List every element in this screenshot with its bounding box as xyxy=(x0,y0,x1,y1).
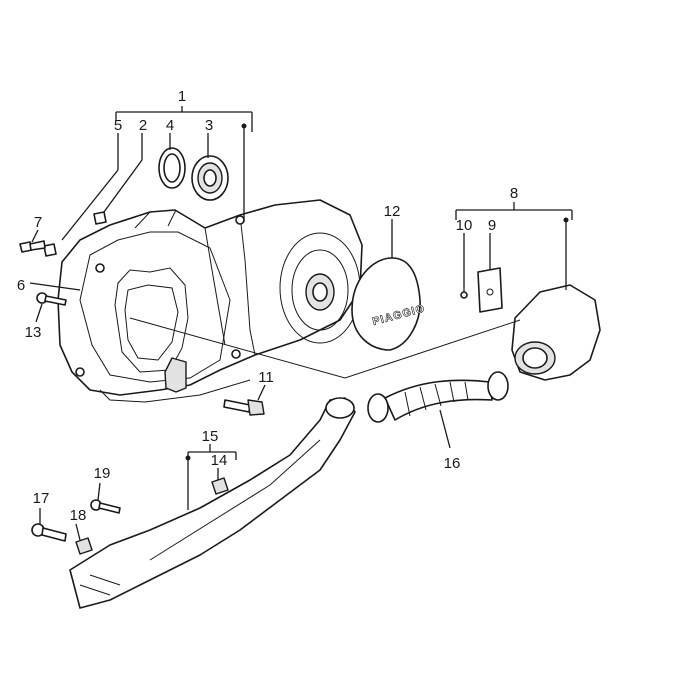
circlip-part xyxy=(158,147,186,189)
callout-label-12: 12 xyxy=(384,203,401,220)
callout-label-4: 4 xyxy=(166,117,174,134)
callout-label-7: 7 xyxy=(34,214,42,231)
callout-label-16: 16 xyxy=(444,455,461,472)
callout-label-9: 9 xyxy=(488,217,496,234)
callout-label-11: 11 xyxy=(258,369,274,386)
callout-label-5: 5 xyxy=(114,117,122,134)
bearing-part xyxy=(191,155,229,201)
inspection-cap-part: PIAGGIO xyxy=(351,257,427,351)
callout-label-2: 2 xyxy=(139,117,147,134)
dowel-pin-part xyxy=(43,211,107,257)
callout-label-14: 14 xyxy=(211,452,228,469)
bracket-9-part xyxy=(477,267,503,313)
callout-label-15: 15 xyxy=(202,428,219,445)
crankcase-cover-part xyxy=(57,199,363,403)
callout-label-13: 13 xyxy=(25,324,42,341)
intake-duct-part xyxy=(69,397,356,609)
callout-label-3: 3 xyxy=(205,117,213,134)
callout-label-8: 8 xyxy=(510,185,518,202)
callout-label-17: 17 xyxy=(33,490,50,507)
callout-label-19: 19 xyxy=(94,465,111,482)
callout-leader-lines xyxy=(29,106,573,541)
clip-14-part xyxy=(211,477,229,495)
callout-label-6: 6 xyxy=(17,277,25,294)
screw-17-part xyxy=(31,523,67,542)
bracket-marker-dot xyxy=(241,123,247,129)
screw-19-part xyxy=(90,499,121,514)
callout-label-10: 10 xyxy=(456,217,473,234)
air-scoop-part xyxy=(511,284,601,381)
bolt-11-part xyxy=(223,399,265,416)
clip-18-part xyxy=(75,537,93,555)
callout-labels: 1 5 2 4 3 7 6 13 11 12 8 10 9 16 15 14 1… xyxy=(17,88,518,524)
intake-hose-part xyxy=(367,371,509,423)
callout-label-18: 18 xyxy=(70,507,87,524)
screw-7-part xyxy=(19,240,46,253)
screw-10-part xyxy=(460,291,468,299)
callout-label-1: 1 xyxy=(178,88,186,105)
bracket-marker-dot xyxy=(185,455,191,461)
screw-13-part xyxy=(36,292,67,306)
